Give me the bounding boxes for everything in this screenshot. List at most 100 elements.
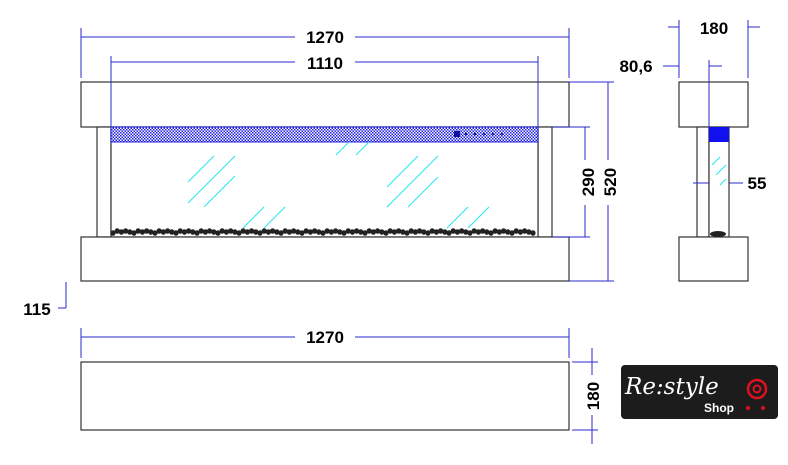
pebble: [295, 229, 301, 235]
pebble: [156, 228, 162, 234]
dim-base-offset: 115: [23, 282, 67, 319]
pebble: [190, 229, 196, 235]
pebble: [123, 228, 129, 234]
pebble: [337, 229, 343, 235]
pebble: [463, 229, 469, 235]
at-cart-icon: [746, 378, 768, 400]
pebble: [408, 228, 414, 234]
glass-reflections: [187, 141, 490, 229]
dim-depth-total: 180: [668, 19, 760, 78]
pebble: [526, 229, 532, 235]
pebble: [391, 229, 397, 235]
dim-plinth-depth: 180: [572, 348, 603, 444]
pebble: [387, 228, 393, 234]
pebble: [471, 228, 477, 234]
pebble: [316, 229, 322, 235]
pebble: [219, 228, 225, 234]
pebble: [358, 229, 364, 235]
front-view: [80, 81, 570, 282]
svg-text:1270: 1270: [306, 28, 344, 47]
pebble: [484, 229, 490, 235]
pebble: [118, 229, 124, 235]
dim-inset-depth: 80,6: [619, 57, 722, 127]
pebble: [169, 229, 175, 235]
pebble: [165, 228, 171, 234]
pebble: [475, 229, 481, 235]
pebble: [370, 229, 376, 235]
pebble: [400, 229, 406, 235]
pebble: [135, 228, 141, 234]
svg-text:80,6: 80,6: [619, 57, 652, 76]
pebble: [274, 229, 280, 235]
pebble: [505, 229, 511, 235]
pebble: [375, 228, 381, 234]
dim-width-glass: 1110: [110, 54, 539, 127]
pebble: [249, 228, 255, 234]
pebble: [328, 229, 334, 235]
svg-text:180: 180: [584, 382, 603, 410]
pebble: [265, 229, 271, 235]
pebble: [270, 228, 276, 234]
pebble: [261, 228, 267, 234]
pebble: [417, 228, 423, 234]
pebble: [446, 230, 452, 236]
control-strip: [110, 126, 539, 143]
pebble: [110, 230, 116, 236]
pebble: [404, 230, 410, 236]
svg-text:1110: 1110: [307, 54, 343, 73]
pebble: [513, 228, 519, 234]
pebble: [362, 230, 368, 236]
pebble: [198, 228, 204, 234]
plinth-view: [80, 361, 570, 431]
pebble: [324, 228, 330, 234]
pebble: [379, 229, 385, 235]
pebble: [282, 228, 288, 234]
pebble: [228, 228, 234, 234]
pebble: [421, 229, 427, 235]
pebble: [320, 230, 326, 236]
side-view: [678, 81, 749, 282]
pebble: [383, 230, 389, 236]
pebble: [333, 228, 339, 234]
pebble: [148, 229, 154, 235]
pebble: [345, 228, 351, 234]
pebble: [307, 229, 313, 235]
pebble: [114, 228, 120, 234]
pebble: [522, 228, 528, 234]
svg-text:Re:style: Re:style: [624, 374, 719, 400]
control-button-icon: [454, 131, 460, 137]
pebble: [177, 228, 183, 234]
pebble: [207, 228, 213, 234]
pebble: [530, 230, 536, 236]
pebble: [236, 230, 242, 236]
dim-height-glass: 290: [552, 126, 598, 238]
left-post: [96, 126, 112, 238]
pebble: [211, 229, 217, 235]
pebble: [139, 229, 145, 235]
pebble: [354, 228, 360, 234]
restyle-shop-logo: Re:style Shop: [621, 365, 778, 419]
pebble: [299, 230, 305, 236]
pebble: [517, 229, 524, 235]
dim-height-total: 520: [569, 81, 620, 282]
pebble: [291, 228, 297, 234]
pebble: [181, 229, 187, 235]
pebble: [425, 230, 431, 236]
pebble: [488, 230, 494, 236]
pebble: [442, 229, 448, 235]
pebble: [501, 228, 507, 234]
pebble: [303, 228, 309, 234]
pebble: [496, 229, 502, 235]
pebble: [278, 230, 284, 236]
dim-glass-depth: 55: [693, 174, 766, 193]
top-panel: [80, 81, 570, 128]
pebble: [257, 230, 263, 236]
pebble: [429, 228, 435, 234]
pebble: [215, 230, 221, 236]
pebble: [341, 230, 347, 236]
svg-text:55: 55: [748, 174, 767, 193]
dim-plinth-width: 1270: [80, 328, 570, 358]
pebble: [160, 229, 166, 235]
pebble: [480, 228, 486, 234]
